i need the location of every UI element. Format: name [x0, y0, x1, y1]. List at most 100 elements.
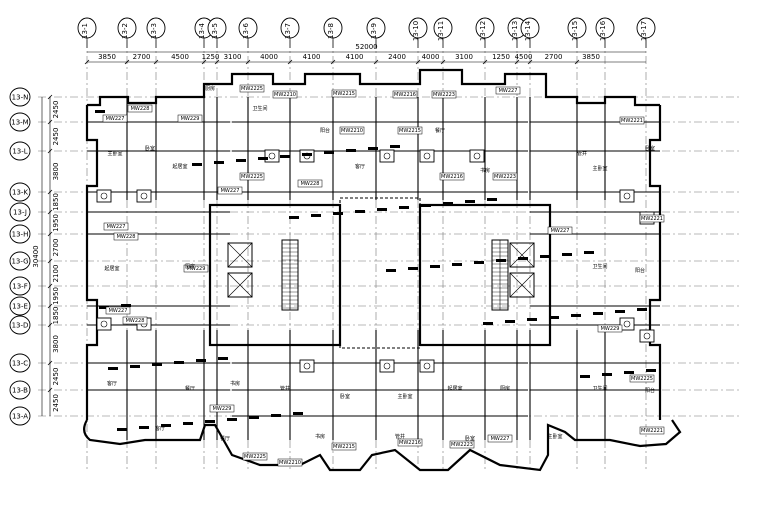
dim-tick	[527, 59, 533, 65]
window-tag-box	[297, 179, 323, 188]
window-tag: MW228	[117, 234, 136, 240]
window-tag: MW228	[301, 181, 320, 187]
window-tag: MW228	[131, 106, 150, 112]
top-dim-label: 2400	[388, 53, 406, 61]
left-dim-label: 2100	[52, 265, 60, 283]
window-tag-box	[105, 306, 131, 315]
window-tag: MW2225	[241, 174, 263, 180]
axis-bubble	[238, 17, 258, 39]
bathroom-fixture	[619, 317, 635, 331]
window-tag-box	[102, 114, 128, 123]
bathroom-fixture	[419, 359, 435, 373]
overall-height-label: 30400	[32, 245, 40, 267]
room-label: 厨房	[500, 385, 510, 392]
top-dim-label: 4500	[515, 53, 533, 61]
axis-label-left: 13-H	[12, 231, 29, 239]
dim-tick	[373, 59, 379, 65]
toilet-fixture	[100, 320, 108, 328]
axis-label-left: 13-A	[12, 413, 28, 421]
left-dim-label: 1950	[52, 287, 60, 305]
elevator-cross	[227, 242, 253, 268]
top-dim-label: 2700	[545, 53, 563, 61]
window-tag: MW229	[601, 326, 620, 332]
door-swing-mark	[615, 310, 625, 313]
door-swing-mark	[487, 198, 497, 201]
axis-label-top: 13-13	[511, 21, 519, 41]
axis-bubble	[9, 251, 31, 271]
window-tag-box	[397, 438, 423, 447]
window-tag-box	[639, 426, 665, 435]
dim-tick	[330, 59, 336, 65]
door-swing-mark	[236, 159, 246, 162]
window-tag: MW227	[499, 88, 518, 94]
axis-label-top: 13-11	[437, 21, 445, 41]
door-swing-mark	[571, 314, 581, 317]
door-swing-mark	[205, 420, 215, 423]
window-tag-box	[209, 404, 235, 413]
toilet-fixture	[623, 320, 631, 328]
window-tag: MW2223	[494, 174, 516, 180]
left-dim-label: 2450	[52, 128, 60, 146]
room-label: 阳台	[635, 267, 645, 274]
door-swing-mark	[421, 204, 431, 207]
window-tag: MW228	[126, 318, 145, 324]
toilet-fixture	[100, 192, 108, 200]
axis-label-top: 13-5	[211, 23, 219, 39]
axis-bubble	[9, 276, 31, 296]
west-outline	[85, 105, 99, 420]
room-label: 起居室	[447, 385, 462, 392]
dim-tick	[47, 258, 53, 264]
dim-tick	[287, 59, 293, 65]
room-label: 主卧室	[547, 433, 562, 440]
toilet-fixture	[303, 362, 311, 370]
room-label: 主卧室	[397, 393, 412, 400]
axis-label-left: 13-F	[12, 283, 27, 291]
window-tag: MW2215	[333, 91, 355, 97]
left-dim-label: 2450	[52, 101, 60, 119]
door-swing-mark	[227, 418, 237, 421]
axis-label-left: 13-C	[12, 360, 28, 368]
room-label: 起居室	[172, 163, 187, 170]
window-tag: MW2221	[641, 428, 663, 434]
axis-label-top: 13-1	[81, 23, 89, 39]
window-tag-box	[103, 222, 129, 231]
bathroom-fixture	[136, 189, 152, 203]
window-tag: MW2221	[621, 118, 643, 124]
left-dim-label: 2450	[52, 368, 60, 386]
room-label: 管井	[577, 150, 587, 157]
axis-bubble	[475, 17, 495, 39]
window-tag: MW2215	[399, 128, 421, 134]
axis-bubble	[9, 315, 31, 335]
window-tag-box	[487, 434, 513, 443]
axis-bubble	[9, 353, 31, 373]
window-tag: MW229	[181, 116, 200, 122]
axis-bubble	[433, 17, 453, 39]
window-tag: MW227	[551, 228, 570, 234]
east-outline	[648, 105, 662, 420]
window-tag-box	[439, 172, 465, 181]
axis-label-top: 13-6	[242, 23, 250, 39]
room-label: 书房	[230, 380, 240, 387]
door-swing-mark	[293, 412, 303, 415]
bathroom-fixture	[264, 149, 280, 163]
door-swing-mark	[333, 212, 343, 215]
corridor-outline	[339, 197, 421, 349]
axis-label-top: 13-14	[524, 20, 532, 41]
room-label: 书房	[480, 167, 490, 174]
window-tag-box	[449, 440, 475, 449]
window-tag: MW2223	[433, 92, 455, 98]
window-tag: MW2225	[631, 376, 653, 382]
south-outline	[83, 419, 682, 472]
top-dim-label: 3850	[98, 53, 116, 61]
bathroom-fixture	[619, 189, 635, 203]
door-swing-mark	[139, 426, 149, 429]
window-tag: MW227	[109, 308, 128, 314]
door-swing-mark	[430, 265, 440, 268]
bathroom-fixture	[379, 149, 395, 163]
top-dim-label: 1250	[492, 53, 510, 61]
room-label: 厨房	[185, 263, 195, 270]
axis-bubble	[9, 380, 31, 400]
elevator-cross	[227, 272, 253, 298]
door-swing-mark	[258, 157, 268, 160]
door-swing-mark	[152, 363, 162, 366]
